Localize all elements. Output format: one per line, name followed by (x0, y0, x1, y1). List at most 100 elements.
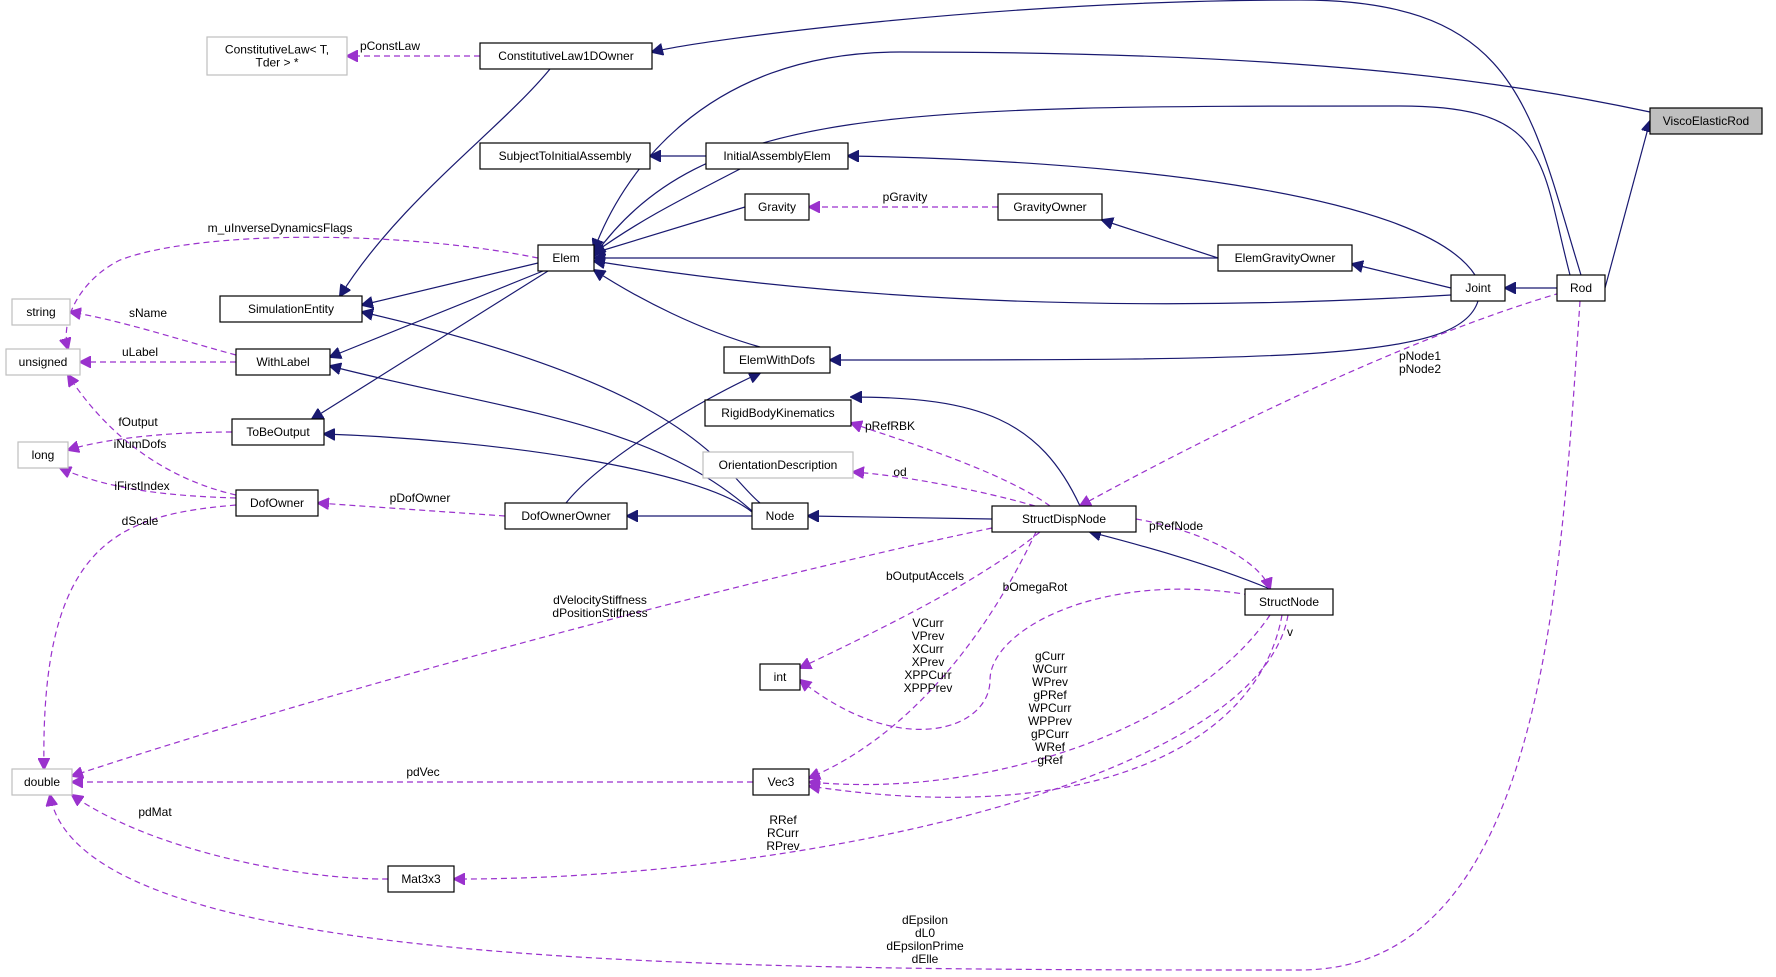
edge-int-to-structdispnode (800, 531, 1041, 668)
node-rigidbodykinematics[interactable]: RigidBodyKinematics (704, 399, 852, 427)
node-elemwithdofs[interactable]: ElemWithDofs (723, 346, 831, 374)
node-double[interactable]: double (11, 768, 73, 796)
node-label: SubjectToInitialAssembly (499, 149, 632, 163)
node-label: unsigned (19, 355, 68, 369)
edge-label: bOutputAccels (886, 569, 964, 583)
edge-label: pdMat (138, 805, 172, 819)
node-dofowner[interactable]: DofOwner (235, 489, 319, 517)
node-label: ToBeOutput (246, 425, 310, 439)
edge-label: bOmegaRot (1003, 580, 1068, 594)
node-rod[interactable]: Rod (1556, 274, 1606, 302)
node-node[interactable]: Node (751, 502, 809, 530)
node-initialassemblyelem[interactable]: InitialAssemblyElem (705, 142, 849, 170)
edge-label: uLabel (122, 345, 158, 359)
edge-structdispnode-to-structnode (1090, 532, 1271, 590)
node-constitutivelaw1downer[interactable]: ConstitutiveLaw1DOwner (479, 42, 653, 70)
edge-string-to-withlabel (70, 312, 237, 356)
edge-orientationdescription-to-structdispnode (853, 472, 1036, 507)
node-box (387, 865, 455, 893)
node-label: GravityOwner (1013, 200, 1086, 214)
node-label: long (32, 448, 55, 462)
edge-unsigned-to-dofowner (68, 375, 237, 496)
edge-elem-to-elemwithdofs (594, 270, 761, 348)
node-int[interactable]: int (759, 663, 801, 691)
node-gravity[interactable]: Gravity (744, 193, 810, 221)
node-label: ElemWithDofs (739, 353, 815, 367)
node-box (702, 451, 854, 479)
edge-withlabel-to-elem (330, 270, 544, 357)
edge-simulationentity-to-elem (362, 262, 539, 305)
edge-elemgravityowner-to-joint (1352, 264, 1452, 289)
node-subjecttoinitialassembly[interactable]: SubjectToInitialAssembly (479, 142, 651, 170)
node-box (759, 663, 801, 691)
edge-vec3-to-structnode (809, 614, 1271, 785)
node-elemgravityowner[interactable]: ElemGravityOwner (1217, 244, 1353, 272)
node-label: Mat3x3 (401, 872, 441, 886)
edge-labels-layer: pConstLawpGravitym_uInverseDynamicsFlags… (114, 39, 1442, 966)
node-label: int (774, 670, 787, 684)
node-orientationdescription[interactable]: OrientationDescription (702, 451, 854, 479)
node-structnode[interactable]: StructNode (1244, 588, 1334, 616)
node-gravityowner[interactable]: GravityOwner (997, 193, 1103, 221)
node-constitutivelawt[interactable]: ConstitutiveLaw< T,Tder > * (206, 36, 348, 76)
edge-withlabel-to-node (330, 366, 753, 512)
node-elem[interactable]: Elem (537, 244, 595, 272)
node-box (11, 298, 71, 326)
edge-double-to-mat3x3 (72, 795, 389, 880)
node-box (504, 502, 628, 530)
node-box (704, 399, 852, 427)
node-simulationentity[interactable]: SimulationEntity (219, 295, 363, 323)
node-structdispnode[interactable]: StructDispNode (991, 505, 1137, 533)
node-dofownerowner[interactable]: DofOwnerOwner (504, 502, 628, 530)
node-box (537, 244, 595, 272)
node-tobeoutput[interactable]: ToBeOutput (231, 418, 325, 446)
node-box (991, 505, 1137, 533)
node-box (997, 193, 1103, 221)
node-string[interactable]: string (11, 298, 71, 326)
node-label: StructNode (1259, 595, 1319, 609)
node-label: ConstitutiveLaw1DOwner (498, 49, 633, 63)
edge-double-to-dofowner (44, 504, 237, 769)
node-box (11, 768, 73, 796)
node-label: Rod (1570, 281, 1592, 295)
node-box (1217, 244, 1353, 272)
edge-mat3x3-to-structnode (454, 614, 1289, 879)
node-label: Gravity (758, 200, 796, 214)
node-unsigned[interactable]: unsigned (5, 348, 81, 376)
edge-label: pRefNode (1149, 519, 1203, 533)
edge-double-to-structdispnode (72, 527, 993, 776)
node-box (1244, 588, 1334, 616)
edge-label: v (1287, 625, 1293, 639)
node-label: string (26, 305, 55, 319)
edge-tobeoutput-to-node (324, 434, 753, 513)
node-label: Joint (1465, 281, 1491, 295)
node-box (752, 768, 810, 796)
nodes-layer: ViscoElasticRod ConstitutiveLaw1DOwner Con… (5, 36, 1763, 893)
edge-label: m_uInverseDynamicsFlags (208, 221, 353, 235)
edge-rod-to-viscoelasticrod (1604, 121, 1650, 289)
node-vec3[interactable]: Vec3 (752, 768, 810, 796)
node-box (1450, 274, 1506, 302)
edge-vec3-to-structnode (809, 614, 1283, 798)
edge-double-to-rod (50, 300, 1581, 971)
node-box (5, 348, 81, 376)
node-box (705, 142, 849, 170)
edge-elemwithdofs-to-joint (830, 300, 1479, 360)
node-viscoelasticrod[interactable]: ViscoElasticRod (1649, 107, 1763, 135)
edge-label: dScale (122, 514, 159, 528)
node-mat3x3[interactable]: Mat3x3 (387, 865, 455, 893)
node-label: ElemGravityOwner (1235, 251, 1336, 265)
edges-layer (44, 0, 1650, 971)
node-box (744, 193, 810, 221)
node-box (479, 42, 653, 70)
node-withlabel[interactable]: WithLabel (235, 348, 331, 376)
node-label: ConstitutiveLaw< T,Tder > * (225, 43, 329, 70)
node-box (235, 489, 319, 517)
node-joint[interactable]: Joint (1450, 274, 1506, 302)
node-label: StructDispNode (1022, 512, 1106, 526)
node-box (206, 36, 348, 76)
node-long[interactable]: long (17, 441, 69, 469)
